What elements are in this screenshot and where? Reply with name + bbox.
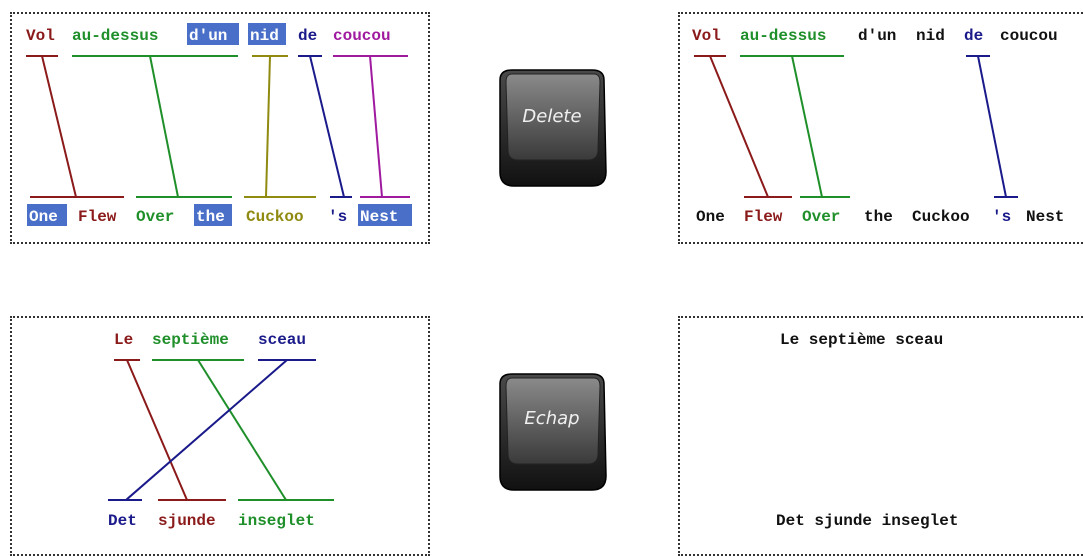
link-au-dessus-over <box>72 55 238 198</box>
panel3-target-words: Det sjunde inseglet <box>108 512 315 530</box>
word-flew: Flew <box>78 208 117 226</box>
word-vol: Vol <box>26 27 55 45</box>
word-one: One <box>29 208 58 226</box>
word-s: 's <box>992 208 1011 226</box>
word-nid: nid <box>250 27 279 45</box>
word-dun: d'un <box>189 27 227 45</box>
panel3-source-words: Le septième sceau <box>114 331 306 349</box>
word-de: de <box>964 27 983 45</box>
panel3-links <box>108 359 334 501</box>
word-dun: d'un <box>858 27 896 45</box>
word-sceau: sceau <box>258 331 306 349</box>
link-coucou-nest <box>333 55 410 198</box>
word-coucou: coucou <box>1000 27 1058 45</box>
link-au-dessus-over <box>740 55 850 198</box>
word-flew: Flew <box>744 208 783 226</box>
escape-key: Echap <box>499 373 607 491</box>
delete-key: Delete <box>499 69 607 187</box>
panel2-source-words: Vol au-dessus d'un nid de coucou <box>692 27 1058 45</box>
word-coucou: coucou <box>333 27 391 45</box>
delete-key-label: Delete <box>522 106 581 127</box>
escape-key-label: Echap <box>524 408 579 429</box>
word-s: 's <box>328 208 347 226</box>
alignment-panel-1 <box>10 12 430 244</box>
panel1-links <box>26 55 410 198</box>
highlight-nid <box>248 23 286 45</box>
panel1-target-words: One Flew Over the Cuckoo 's Nest <box>29 208 398 226</box>
link-vol-flew <box>694 55 792 198</box>
word-inseglet: inseglet <box>238 512 315 530</box>
panel2-target-words: One Flew Over the Cuckoo 's Nest <box>696 208 1064 226</box>
word-septieme: septième <box>152 331 229 349</box>
word-cuckoo: Cuckoo <box>246 208 304 226</box>
panel1-source-words: Vol au-dessus d'un nid de coucou <box>26 27 391 45</box>
alignment-panel-2 <box>678 12 1083 244</box>
word-over: Over <box>802 208 840 226</box>
word-nest: Nest <box>1026 208 1064 226</box>
link-vol-flew <box>26 55 124 198</box>
word-au-dessus: au-dessus <box>72 27 158 45</box>
link-de-s <box>298 55 352 198</box>
word-sjunde: sjunde <box>158 512 216 530</box>
link-le-sjunde <box>114 359 226 501</box>
highlight-dun <box>187 23 239 45</box>
alignment-diagram: Vol au-dessus d'un nid de coucou One Fle… <box>26 23 1064 530</box>
word-cuckoo: Cuckoo <box>912 208 970 226</box>
word-det: Det <box>108 512 137 530</box>
link-de-s <box>966 55 1018 198</box>
link-septieme-inseglet <box>152 359 334 501</box>
word-over: Over <box>136 208 174 226</box>
highlight-one <box>27 204 67 226</box>
word-vol: Vol <box>692 27 721 45</box>
word-au-dessus: au-dessus <box>740 27 826 45</box>
word-the: the <box>196 208 225 226</box>
link-nid-cuckoo <box>244 55 316 198</box>
word-nest: Nest <box>360 208 398 226</box>
panel2-links <box>694 55 1018 198</box>
word-nid: nid <box>916 27 945 45</box>
panel4-words: Le septième sceau Det sjunde inseglet <box>776 331 958 530</box>
link-sceau-det <box>108 359 316 501</box>
word-de: de <box>298 27 317 45</box>
word-one: One <box>696 208 725 226</box>
highlight-the <box>194 204 232 226</box>
word-le: Le <box>114 331 133 349</box>
panel1-highlights <box>27 23 412 226</box>
highlight-nest <box>358 204 412 226</box>
target-sentence: Det sjunde inseglet <box>776 512 958 530</box>
word-the: the <box>864 208 893 226</box>
source-sentence: Le septième sceau <box>780 331 943 349</box>
